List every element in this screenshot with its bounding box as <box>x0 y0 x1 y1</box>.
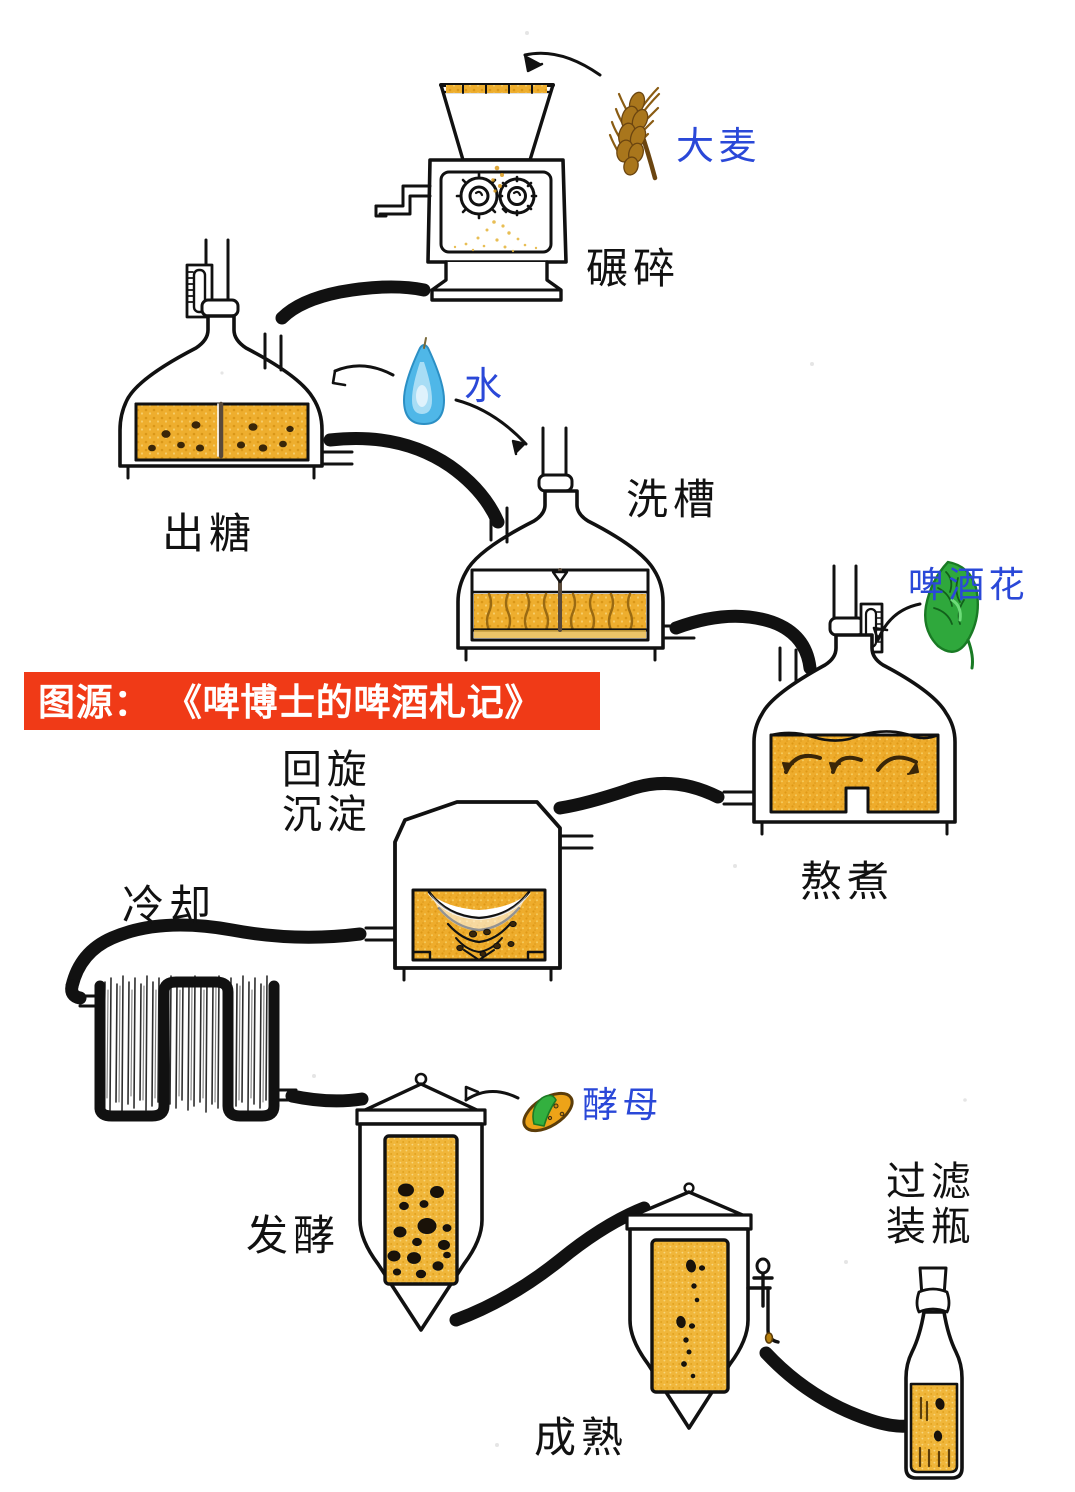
heat-exchanger-drawing <box>78 975 298 1122</box>
grain-mill-drawing <box>374 83 568 302</box>
hose-mill-to-mash <box>275 280 431 325</box>
label-step-lauter: 洗槽 <box>626 475 721 524</box>
hose-lauter-to-boil <box>669 609 817 675</box>
label-yeast: 酵母 <box>582 1085 663 1126</box>
mash-tun-drawing <box>118 238 354 480</box>
barley-ear-icon <box>608 86 661 181</box>
water-drop-icon <box>403 337 445 425</box>
label-hops: 啤酒花 <box>908 565 1029 606</box>
yeast-cell-icon <box>522 1091 574 1133</box>
label-step-mill: 碾碎 <box>586 244 681 293</box>
label-step-ferment: 发酵 <box>246 1211 341 1260</box>
paper-speckles <box>220 31 967 1447</box>
arrow-water-to-mash <box>331 364 395 387</box>
hose-fermenter-to-brite <box>449 1201 651 1327</box>
label-step-whirlpool-line1: 回旋 <box>282 747 372 793</box>
hose-cooler-to-fermenter <box>285 1089 369 1108</box>
arrow-hops-to-boil <box>872 602 922 642</box>
beer-bottle-drawing <box>904 1266 964 1480</box>
hop-cone-icon <box>924 560 979 670</box>
source-credit-text: 图源： 《啤博士的啤酒札记》 <box>38 681 543 724</box>
label-step-cool: 冷却 <box>122 881 217 930</box>
label-step-boil: 熬煮 <box>800 857 895 906</box>
label-step-whirlpool-line2: 沉淀 <box>282 791 372 838</box>
label-step-bottling: 过滤 装瓶 <box>886 1160 976 1250</box>
label-step-bottling-line1: 过滤 <box>886 1159 976 1205</box>
label-step-whirlpool: 回旋 沉淀 <box>282 748 372 838</box>
brite-tank-drawing <box>625 1182 780 1430</box>
source-credit-banner: 图源： 《啤博士的啤酒札记》 <box>24 672 600 730</box>
hose-whirlpool-to-cooler <box>65 918 367 1005</box>
hose-brite-to-bottle <box>759 1346 925 1433</box>
hose-mash-to-lauter <box>323 432 505 529</box>
fermenter-drawing <box>355 1072 487 1332</box>
lauter-tun-drawing <box>456 426 696 662</box>
arrow-yeast-to-fermenter <box>464 1085 520 1102</box>
arrow-water-to-lauter <box>454 398 528 456</box>
label-barley: 大麦 <box>676 124 762 168</box>
label-step-mash: 出糖 <box>162 509 257 558</box>
label-step-maturation: 成熟 <box>534 1413 629 1462</box>
arrow-barley-to-mill <box>523 51 602 77</box>
label-step-bottling-line2: 装瓶 <box>886 1203 976 1250</box>
label-water: 水 <box>464 364 507 408</box>
hose-boil-to-whirlpool <box>553 776 725 815</box>
whirlpool-vessel-drawing <box>364 800 594 982</box>
boil-kettle-drawing <box>722 564 957 836</box>
